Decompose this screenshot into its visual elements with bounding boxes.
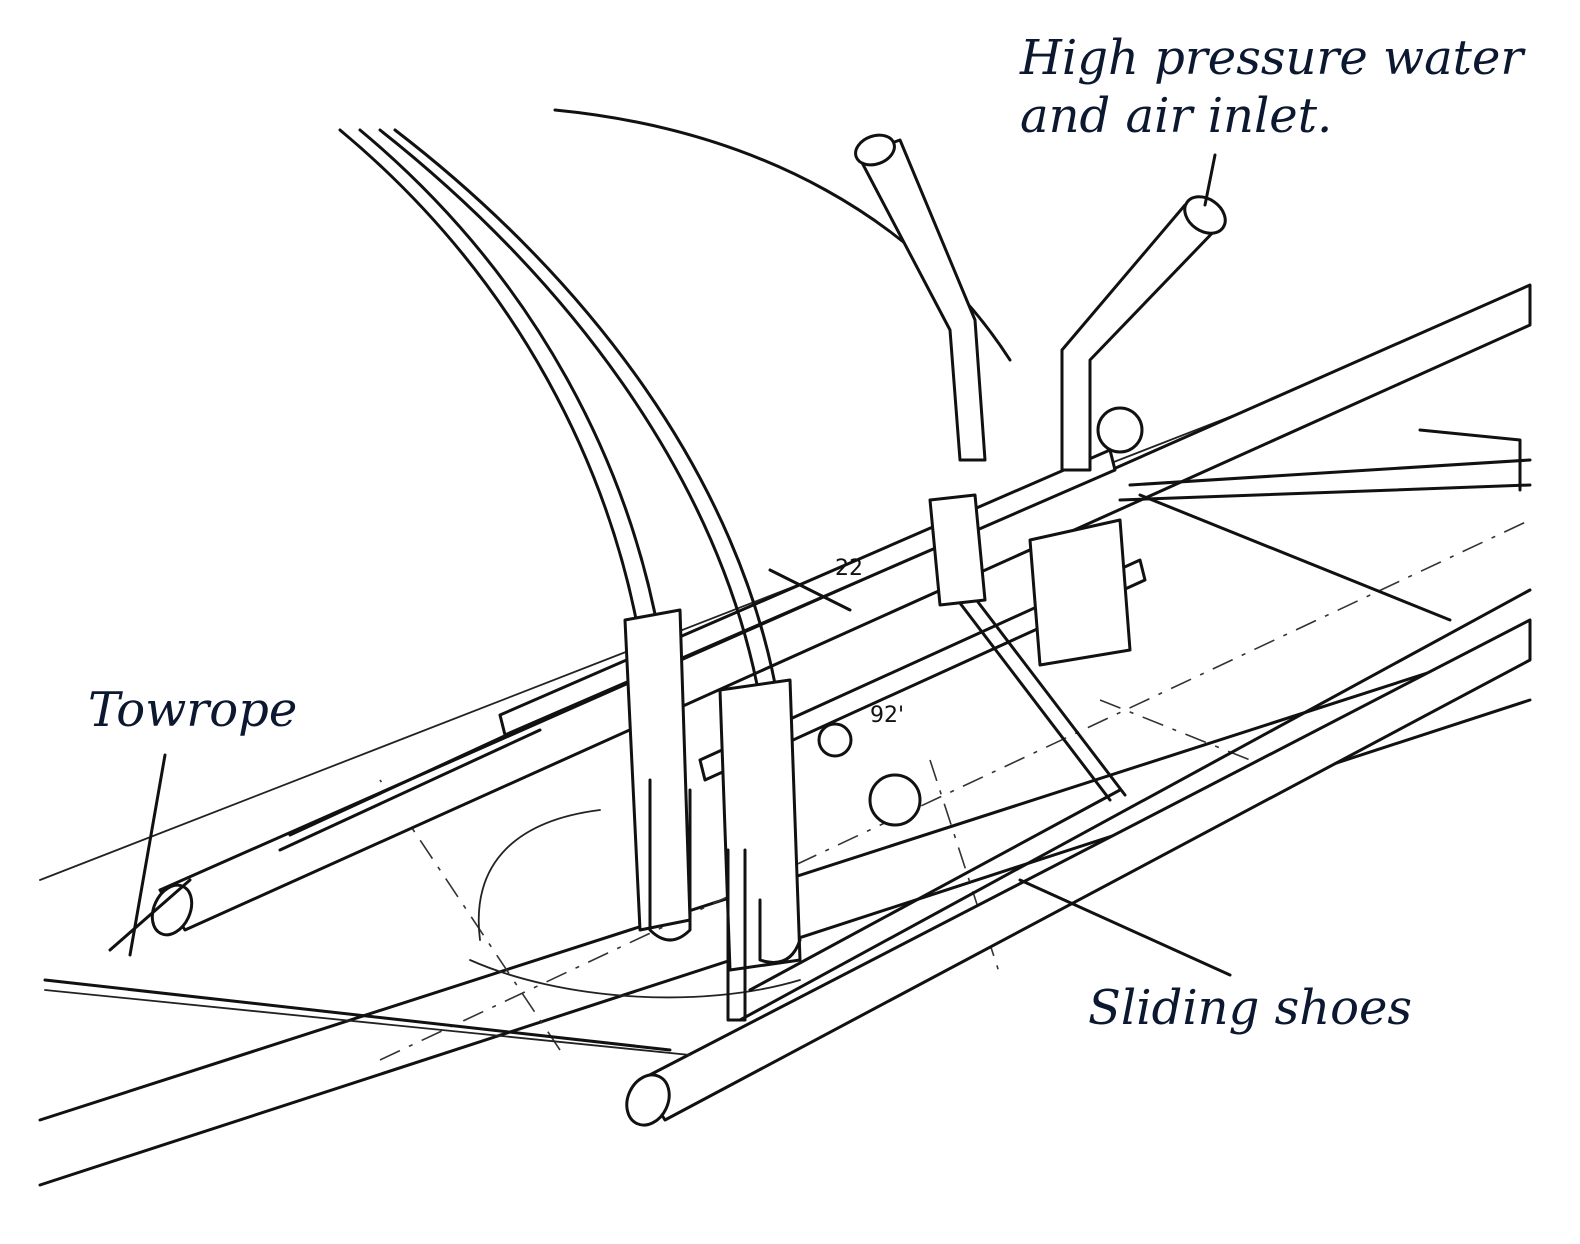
inlet-label: High pressure water and air inlet. [1020,30,1523,145]
towrope [43,753,691,1056]
dimension-label-b: 92' [870,703,904,728]
hoses [338,108,1012,702]
clamp-assembly [623,493,1132,1022]
dimension-label-a: 22 [835,556,863,581]
towrope-label: Towrope [88,682,298,738]
inlet-label-line1: High pressure water [1020,30,1524,86]
sliding-shoe [625,588,1532,1127]
inlet-label-line2: and air inlet. [1020,87,1333,144]
upper-skid [150,283,1532,937]
inlet-pipes [854,133,1227,472]
leader-lines [1018,153,1232,977]
sliding-shoes-label: Sliding shoes [1088,980,1413,1036]
